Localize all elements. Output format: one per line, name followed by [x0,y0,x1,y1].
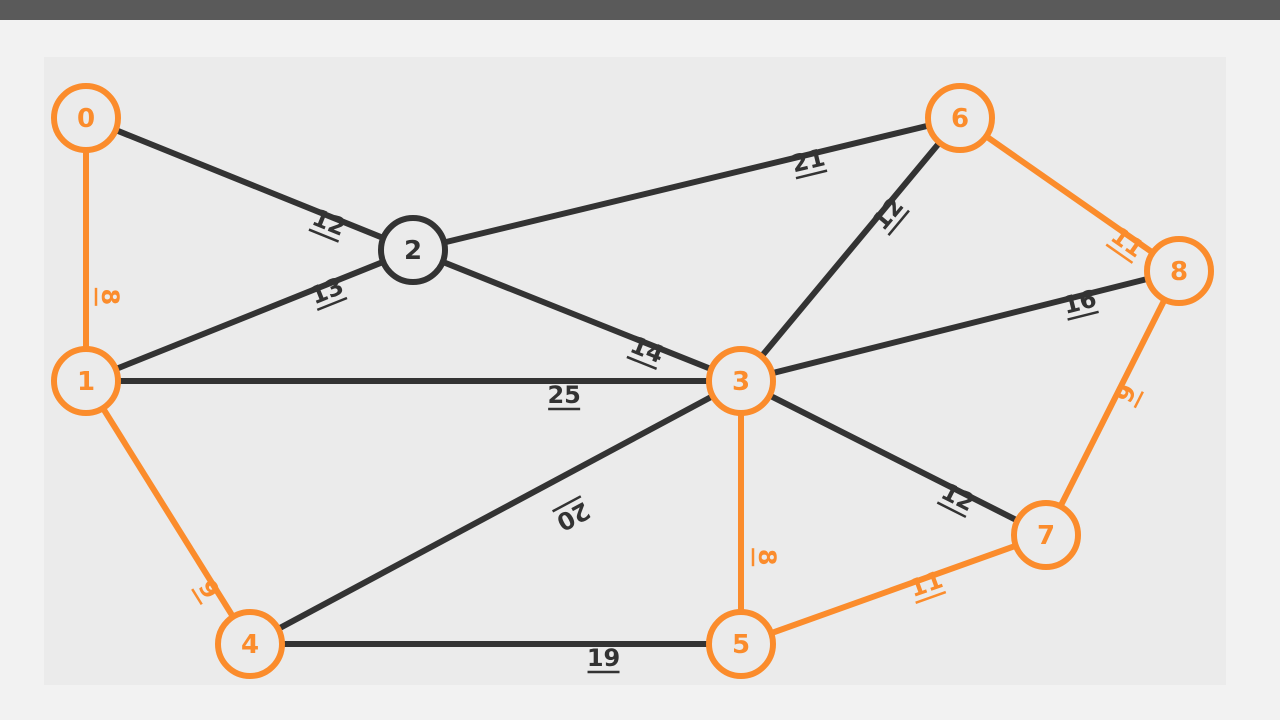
node-6: 6 [925,83,995,153]
node-circle [51,346,121,416]
node-7: 7 [1011,500,1081,570]
edge-weight-underline [308,228,340,243]
node-1: 1 [51,346,121,416]
edge-weight-0-1: 8 [94,287,124,306]
edge-weight-4-5: 19 [587,644,620,674]
node-circle [706,346,776,416]
edge-weight-underline [191,588,203,606]
edge-weight-2-6: 21 [789,143,828,180]
edge-weight-3-8: 16 [1060,284,1099,321]
node-label: 3 [732,367,750,397]
edges-layer [83,115,1182,647]
edge-2-6 [412,115,961,253]
edge-0-2 [84,115,415,253]
edge-weight-underline [795,169,828,180]
edge-2-3 [411,247,743,384]
edge-3-8 [740,268,1180,384]
top-bar [0,0,1280,20]
edge-weight-3-5: 8 [751,548,781,567]
edge-5-7 [739,532,1048,647]
edge-weight-underline [1067,310,1099,321]
node-label: 4 [241,630,259,660]
node-circle [706,609,776,679]
edge-weight-3-4: 20 [552,495,595,536]
edge-weight-text: 20 [552,496,595,536]
edge-6-8 [958,115,1181,274]
edge-weight-3-6: 12 [867,192,910,236]
edge-1-2 [84,247,415,384]
edge-7-8 [1043,269,1182,537]
node-4: 4 [215,609,285,679]
edge-weight-underline [316,296,348,312]
node-label: 5 [732,630,750,660]
edge-weight-text: 25 [547,381,580,409]
node-8: 8 [1144,236,1214,306]
edge-weight-text: 12 [867,192,910,236]
node-label: 1 [77,367,95,397]
edge-weight-underline [887,209,910,236]
node-2: 2 [378,215,448,285]
node-circle [925,83,995,153]
graph-canvas-panel [44,57,1226,685]
node-label: 6 [951,104,969,134]
node-3: 3 [706,346,776,416]
edge-weight-text: 8 [753,549,781,566]
node-circle [378,215,448,285]
node-label: 0 [77,104,95,134]
node-5: 5 [706,609,776,679]
node-label: 2 [404,236,422,266]
node-circle [215,609,285,679]
edge-1-4 [83,379,253,646]
edge-weight-text: 16 [1060,284,1099,319]
edge-weight-text: 8 [96,288,124,305]
edge-weight-1-3: 25 [547,381,581,411]
node-label: 8 [1170,257,1188,287]
node-circle [51,83,121,153]
edge-weight-underline [1105,243,1134,264]
edge-weight-underline [552,495,582,513]
edge-3-4 [248,378,743,647]
edge-weight-underline [1133,391,1144,409]
edge-weight-underline [915,590,947,604]
node-label: 7 [1037,521,1055,551]
node-circle [1011,500,1081,570]
edge-3-6 [738,116,963,383]
edge-weight-underline [936,501,967,519]
node-circle [1144,236,1214,306]
edge-weight-underline [626,355,658,370]
edge-weight-text: 19 [587,644,620,672]
node-0: 0 [51,83,121,153]
edge-3-7 [739,378,1048,538]
